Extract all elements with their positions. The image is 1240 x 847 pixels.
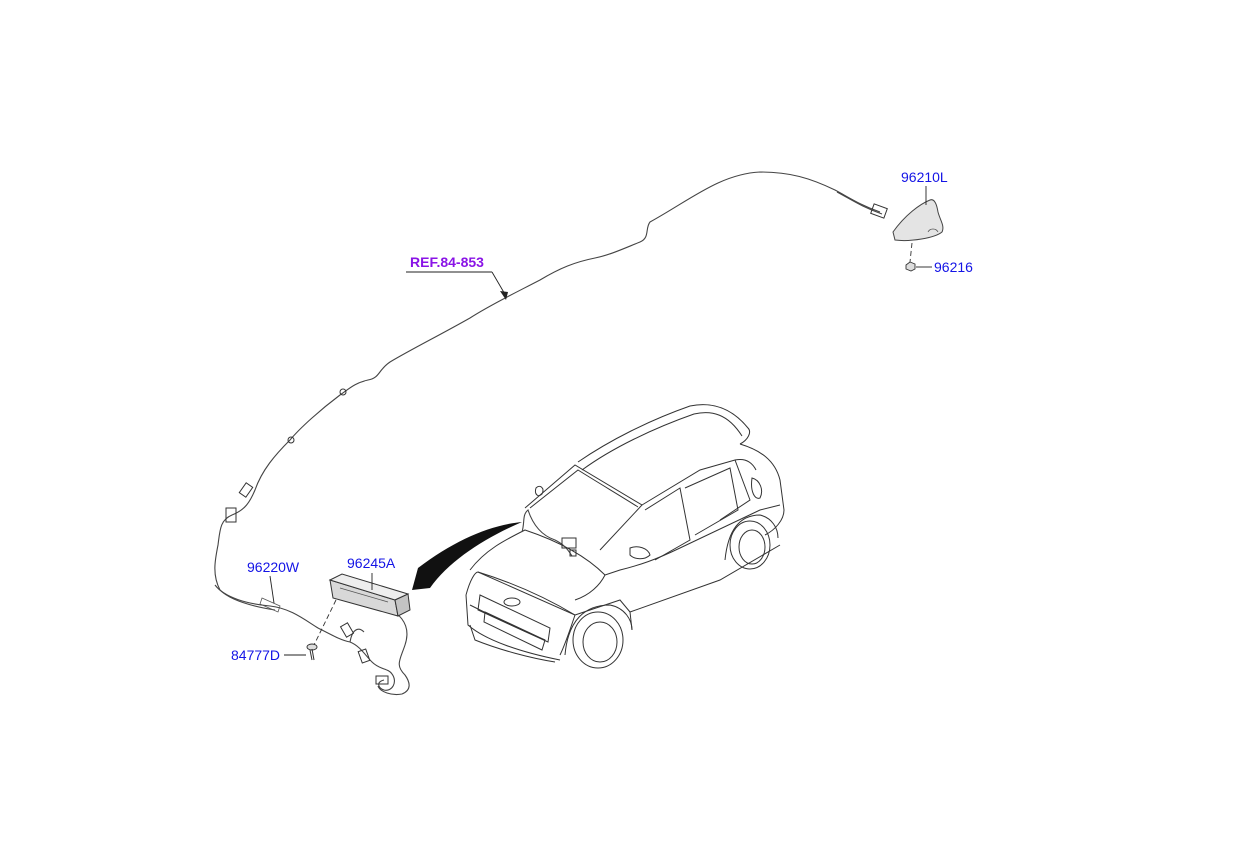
ref-label[interactable]: REF.84-853 <box>410 254 484 270</box>
cable-clip <box>339 388 347 396</box>
part-label-screw[interactable]: 84777D <box>231 647 281 663</box>
cable-end-connector <box>870 203 888 219</box>
part-label-amplifier[interactable]: 96245A <box>347 555 396 571</box>
part-label-antenna-nut[interactable]: 96216 <box>934 259 973 275</box>
feeder-harness <box>214 575 410 696</box>
cable-clip <box>287 436 295 444</box>
ref-leader <box>406 271 508 300</box>
amplifier-module <box>313 573 411 646</box>
part-label-feeder-cable[interactable]: 96220W <box>247 559 300 575</box>
antenna-nut <box>905 261 932 272</box>
vehicle-illustration <box>465 404 785 669</box>
shark-fin-antenna <box>892 186 944 263</box>
cable-clip <box>238 482 254 498</box>
part-label-antenna[interactable]: 96210L <box>901 169 948 185</box>
screw <box>284 643 318 661</box>
cable-connector <box>225 507 237 523</box>
roof-cable <box>214 171 888 611</box>
callout-swoosh <box>412 522 522 590</box>
